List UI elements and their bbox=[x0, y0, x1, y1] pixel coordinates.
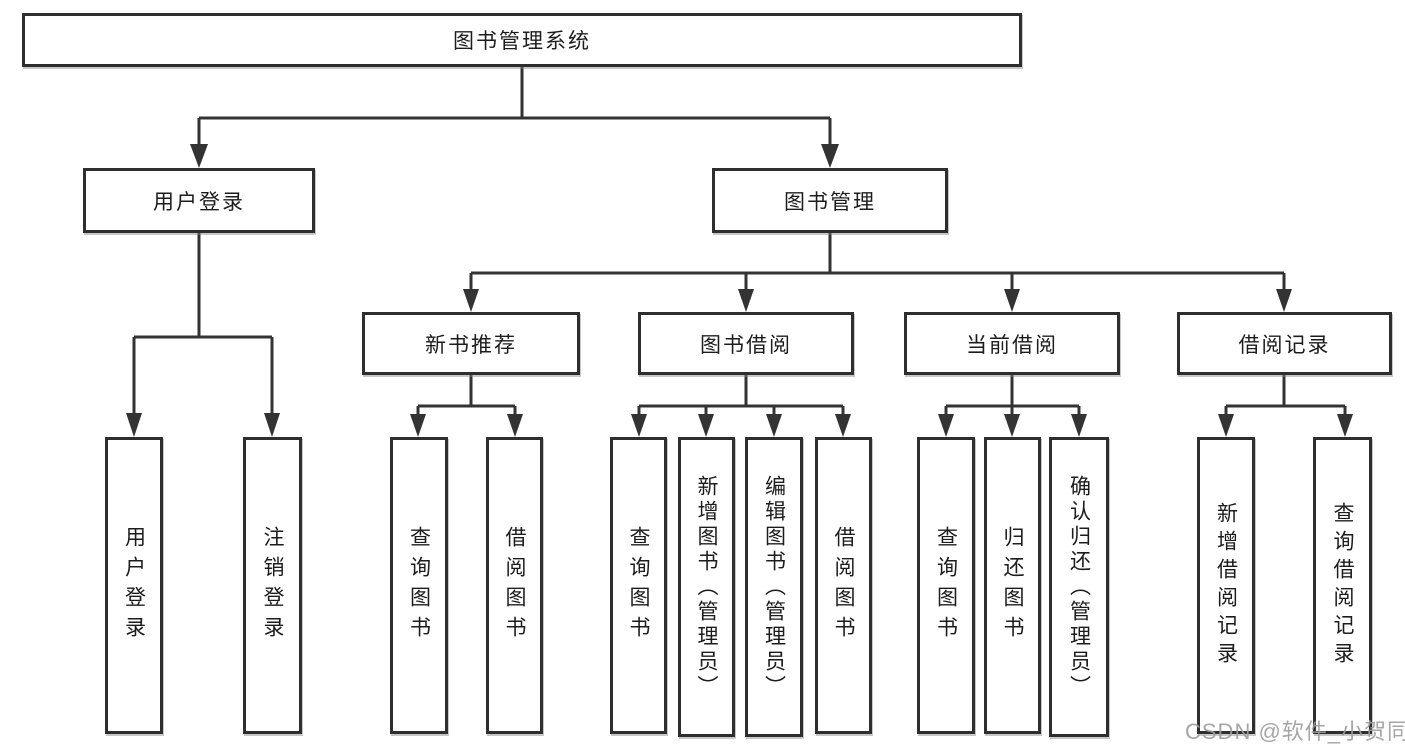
node-label: 图书管理 bbox=[784, 190, 876, 214]
leaf-query-books-recommend: 查询图书 bbox=[390, 437, 448, 734]
node-label: 图书管理系统 bbox=[453, 30, 591, 53]
node-label: 借阅图书 bbox=[503, 525, 526, 646]
node-label: 新增图书（管理员） bbox=[695, 474, 718, 700]
node-user-login: 用户登录 bbox=[83, 168, 315, 233]
edge-book-management-to-level3 bbox=[463, 233, 1292, 312]
node-label: 新增借阅记录 bbox=[1214, 501, 1238, 670]
node-label: 新书推荐 bbox=[425, 333, 517, 357]
leaf-query-borrow-record: 查询借阅记录 bbox=[1313, 437, 1372, 734]
node-book-borrowing: 图书借阅 bbox=[638, 312, 854, 375]
node-library-management-system: 图书管理系统 bbox=[22, 13, 1022, 67]
node-book-management: 图书管理 bbox=[712, 168, 948, 233]
edge-current-borrowing-to-leaves bbox=[938, 375, 1087, 437]
node-label: 用户登录 bbox=[122, 525, 146, 646]
leaf-add-borrow-record: 新增借阅记录 bbox=[1197, 437, 1255, 734]
node-label: 查询借阅记录 bbox=[1331, 501, 1354, 670]
leaf-add-book-admin: 新增图书（管理员） bbox=[678, 437, 735, 737]
leaf-user-login: 用户登录 bbox=[105, 437, 163, 734]
node-label: 确认归还（管理员） bbox=[1067, 474, 1091, 700]
node-label: 查询图书 bbox=[407, 525, 431, 646]
node-label: 借阅记录 bbox=[1238, 333, 1331, 357]
edge-root-to-level2 bbox=[190, 67, 839, 168]
edge-new-book-recommend-to-leaves bbox=[410, 375, 523, 437]
node-label: 图书借阅 bbox=[700, 333, 792, 357]
leaf-borrow-books-recommend: 借阅图书 bbox=[486, 437, 543, 734]
csdn-watermark: CSDN @软件_小贺同学 bbox=[1185, 719, 1405, 744]
node-label: 查询图书 bbox=[627, 525, 650, 646]
node-label: 借阅图书 bbox=[832, 525, 855, 646]
edge-user-login-to-leaves bbox=[126, 233, 280, 437]
leaf-borrow-books: 借阅图书 bbox=[815, 437, 872, 734]
node-borrowing-records: 借阅记录 bbox=[1177, 312, 1392, 375]
node-label: 编辑图书（管理员） bbox=[762, 474, 786, 700]
node-label: 归还图书 bbox=[1001, 525, 1024, 646]
leaf-logout: 注销登录 bbox=[243, 437, 302, 734]
leaf-return-book: 归还图书 bbox=[984, 437, 1041, 734]
leaf-query-books-current: 查询图书 bbox=[917, 437, 975, 734]
node-label: 注销登录 bbox=[261, 525, 284, 646]
node-label: 当前借阅 bbox=[966, 333, 1058, 357]
node-new-book-recommend: 新书推荐 bbox=[362, 312, 580, 375]
leaf-edit-book-admin: 编辑图书（管理员） bbox=[745, 437, 803, 737]
node-current-borrowing: 当前借阅 bbox=[904, 312, 1120, 375]
leaf-query-books-borrowing: 查询图书 bbox=[610, 437, 667, 734]
edge-book-borrowing-to-leaves bbox=[631, 375, 851, 437]
node-label: 用户登录 bbox=[153, 190, 245, 214]
node-label: 查询图书 bbox=[934, 525, 958, 646]
leaf-confirm-return-admin: 确认归还（管理员） bbox=[1049, 437, 1109, 737]
edge-borrowing-records-to-leaves bbox=[1218, 375, 1353, 437]
